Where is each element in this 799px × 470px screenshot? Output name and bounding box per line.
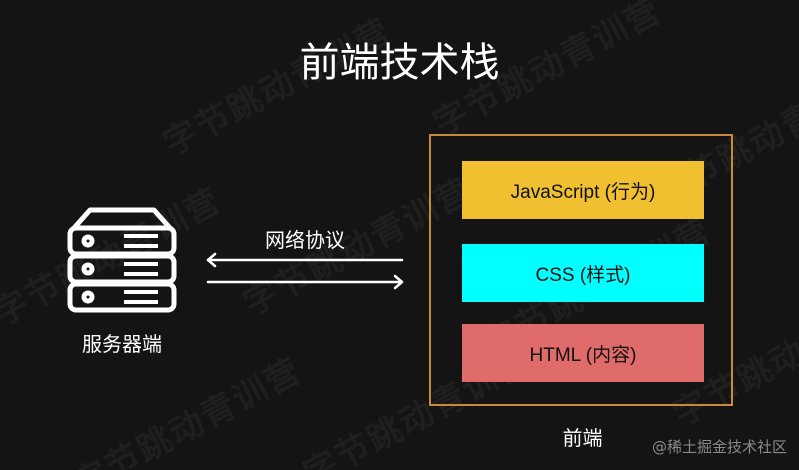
page-title: 前端技术栈 <box>299 40 500 86</box>
protocol-label: 网络协议 <box>265 228 345 252</box>
frontend-container <box>429 134 733 406</box>
layer-javascript: JavaScript (行为) <box>462 161 704 219</box>
layer-css: CSS (样式) <box>462 244 704 302</box>
credit-watermark: @稀土掘金技术社区 <box>651 438 787 456</box>
server-label: 服务器端 <box>82 332 162 356</box>
frontend-label: 前端 <box>562 426 603 450</box>
arrow-right-icon <box>206 274 404 290</box>
watermark-text: 字节跳动青训营 <box>67 350 309 470</box>
layer-html: HTML (内容) <box>462 324 704 382</box>
server-icon <box>66 204 178 314</box>
arrow-left-icon <box>206 252 404 268</box>
protocol-arrows <box>205 250 405 290</box>
